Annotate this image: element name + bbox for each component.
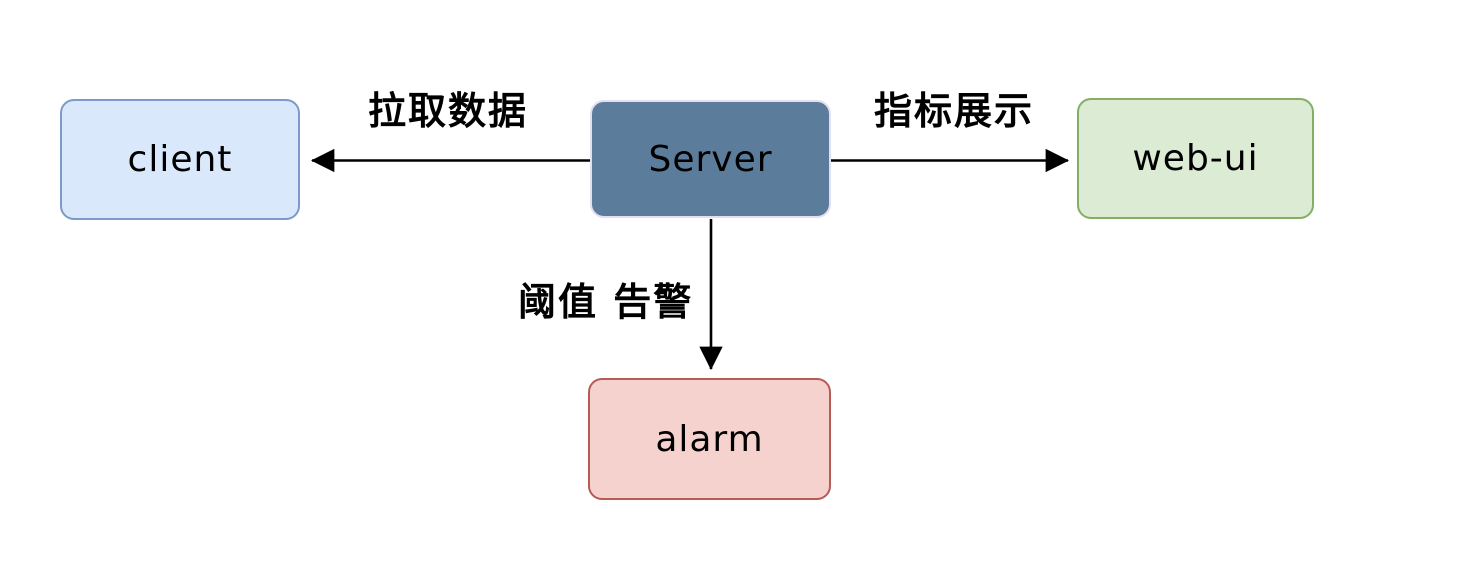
node-client: client <box>60 99 300 220</box>
node-alarm-label: alarm <box>655 418 764 460</box>
edge-label-pull-data: 拉取数据 <box>368 89 529 133</box>
node-web-ui-label: web-ui <box>1132 138 1259 179</box>
node-client-label: client <box>127 139 233 180</box>
edge-label-metrics-display: 指标展示 <box>874 89 1035 133</box>
node-server: Server <box>590 100 831 218</box>
edge-label-threshold-alarm: 阈值 告警 <box>518 280 694 324</box>
node-alarm: alarm <box>588 378 831 500</box>
node-web-ui: web-ui <box>1077 98 1314 219</box>
node-server-label: Server <box>648 138 773 180</box>
